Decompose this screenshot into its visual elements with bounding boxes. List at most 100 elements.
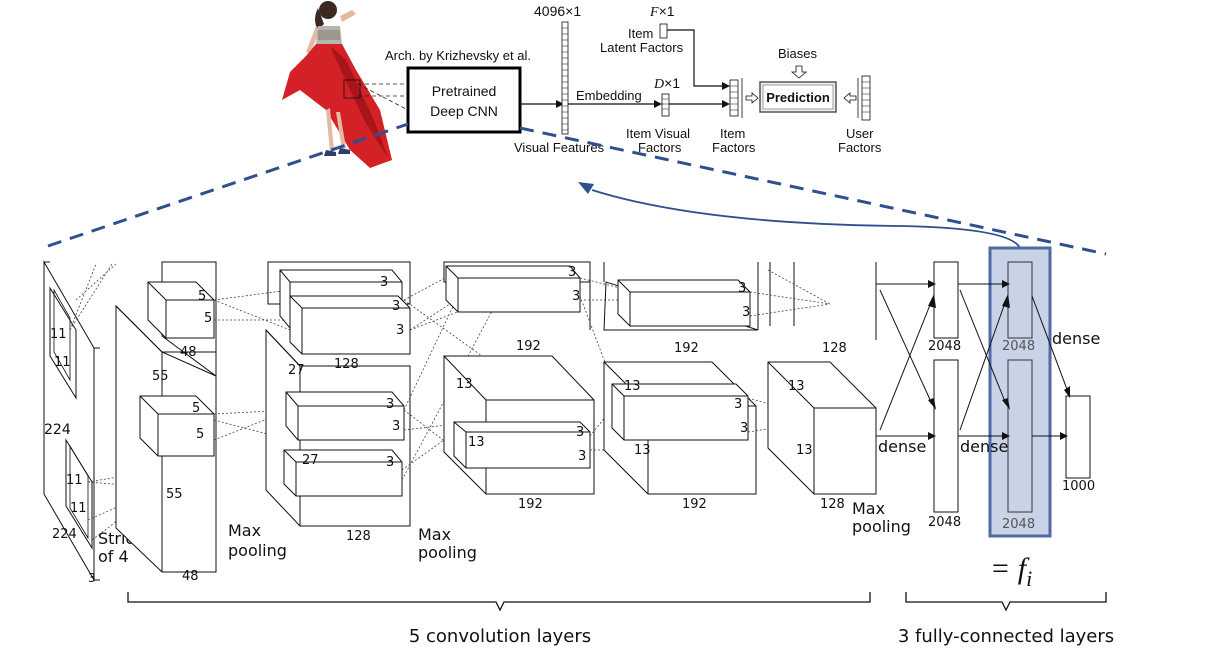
user-factors-vector	[857, 75, 871, 121]
input-label-224a: 224	[44, 422, 71, 438]
cnn-label-line2: Deep CNN	[430, 103, 498, 119]
conv2-3c: 3	[396, 323, 404, 338]
dense-label-3: dense	[1052, 329, 1100, 348]
conv2-max: Max	[418, 525, 451, 544]
conv-brace	[127, 592, 871, 612]
conv5-128a: 128	[822, 341, 847, 356]
conv2-3e: 3	[392, 419, 400, 434]
conv3-3d: 3	[578, 449, 586, 464]
conv3-3a: 3	[568, 265, 576, 280]
d-dim-label: D×1	[653, 75, 680, 92]
conv3-13a: 13	[456, 377, 473, 392]
biases-label: Biases	[778, 46, 818, 61]
fi-label: = fi	[990, 552, 1032, 591]
dress-image	[282, 1, 392, 168]
user-factors-line2: Factors	[838, 140, 882, 155]
fc-brace-label: 3 fully-connected layers	[898, 626, 1114, 647]
fc1-block	[933, 261, 959, 513]
conv2-27b: 27	[302, 453, 319, 468]
stride-line2: of 4	[98, 547, 129, 566]
conv4-13b: 13	[634, 443, 651, 458]
fc2-2048b: 2048	[1002, 517, 1035, 532]
conv2-3f: 3	[386, 455, 394, 470]
conv4-block	[603, 262, 759, 495]
input-label-11d: 11	[70, 501, 87, 516]
f-dim-label: F×1	[649, 3, 675, 20]
conv4-192b: 192	[682, 497, 707, 512]
arch-label: Arch. by Krizhevsky et al.	[385, 48, 531, 63]
item-latent-line1: Item	[628, 26, 653, 41]
conv3-13b: 13	[468, 435, 485, 450]
input-label-11a: 11	[50, 327, 67, 342]
item-visual-line2: Factors	[638, 140, 682, 155]
conv2-3b: 3	[392, 299, 400, 314]
fc-brace	[905, 592, 1107, 612]
expansion-dash-right	[519, 126, 1107, 256]
input-volume	[43, 260, 100, 582]
fc1-2048a: 2048	[928, 339, 961, 354]
dense-label-1: dense	[878, 437, 926, 456]
expansion-dash-left	[47, 122, 409, 248]
dense-label-2: dense	[960, 437, 1008, 456]
conv1-5a: 5	[198, 289, 206, 304]
input-label-224b: 224	[52, 527, 77, 542]
conv1-55b: 55	[166, 487, 183, 502]
item-factors-vector	[729, 78, 743, 118]
conv2-3d: 3	[386, 397, 394, 412]
conv1-48b: 48	[182, 569, 199, 584]
visual-dim-label: 4096×1	[534, 3, 581, 19]
fi-main: = f	[990, 552, 1030, 585]
prediction-box: Prediction	[759, 81, 837, 113]
conv1-5c: 5	[192, 401, 200, 416]
fc3-1000: 1000	[1062, 479, 1095, 494]
user-factors-line1: User	[846, 126, 874, 141]
conv5-max: Max	[852, 499, 885, 518]
conv3-192a: 192	[516, 339, 541, 354]
conv2-pooling: pooling	[418, 543, 477, 562]
conv5-block	[767, 262, 877, 495]
conv2-128a: 128	[334, 357, 359, 372]
visual-features-vector	[561, 21, 569, 135]
conv5-13b: 13	[796, 443, 813, 458]
item-factors-line1: Item	[720, 126, 745, 141]
fc2-highlight	[988, 246, 1052, 538]
conv-brace-label: 5 convolution layers	[409, 626, 591, 647]
item-visual-vector	[661, 93, 670, 117]
conv2-27a: 27	[288, 363, 305, 378]
conv4-3c: 3	[734, 397, 742, 412]
item-visual-line1: Item Visual	[626, 126, 690, 141]
conv4-3d: 3	[740, 421, 748, 436]
fc3-block	[1065, 395, 1091, 479]
prediction-label: Prediction	[766, 90, 830, 105]
conv4-3a: 3	[738, 281, 746, 296]
conv2-block	[265, 261, 411, 527]
conv4-192a: 192	[674, 341, 699, 356]
conv1-55a: 55	[152, 369, 169, 384]
conv1-pooling: pooling	[228, 541, 287, 560]
conv2-3a: 3	[380, 275, 388, 290]
conv3-192b: 192	[518, 497, 543, 512]
conv1-block	[115, 261, 217, 573]
embedding-label: Embedding	[576, 88, 642, 103]
input-label-11c: 11	[66, 473, 83, 488]
conv5-13a: 13	[788, 379, 805, 394]
conv4-3b: 3	[742, 305, 750, 320]
input-label-11b: 11	[54, 355, 71, 370]
conv1-5b: 5	[204, 311, 212, 326]
conv1-max: Max	[228, 521, 261, 540]
conv5-pooling: pooling	[852, 517, 911, 536]
conv4-13a: 13	[624, 379, 641, 394]
fi-subscript: i	[1026, 566, 1032, 591]
conv3-block	[443, 261, 595, 495]
conv3-3c: 3	[576, 425, 584, 440]
item-latent-vector	[659, 23, 668, 39]
conv2-128b: 128	[346, 529, 371, 544]
feature-feedback-arrow	[591, 189, 1021, 249]
pretrained-cnn-box: Pretrained Deep CNN	[406, 66, 522, 134]
conv1-5d: 5	[196, 427, 204, 442]
fc2-2048a: 2048	[1002, 339, 1035, 354]
visual-features-label: Visual Features	[514, 140, 605, 155]
conv3-3b: 3	[572, 289, 580, 304]
fc1-2048b: 2048	[928, 515, 961, 530]
item-factors-line2: Factors	[712, 140, 756, 155]
